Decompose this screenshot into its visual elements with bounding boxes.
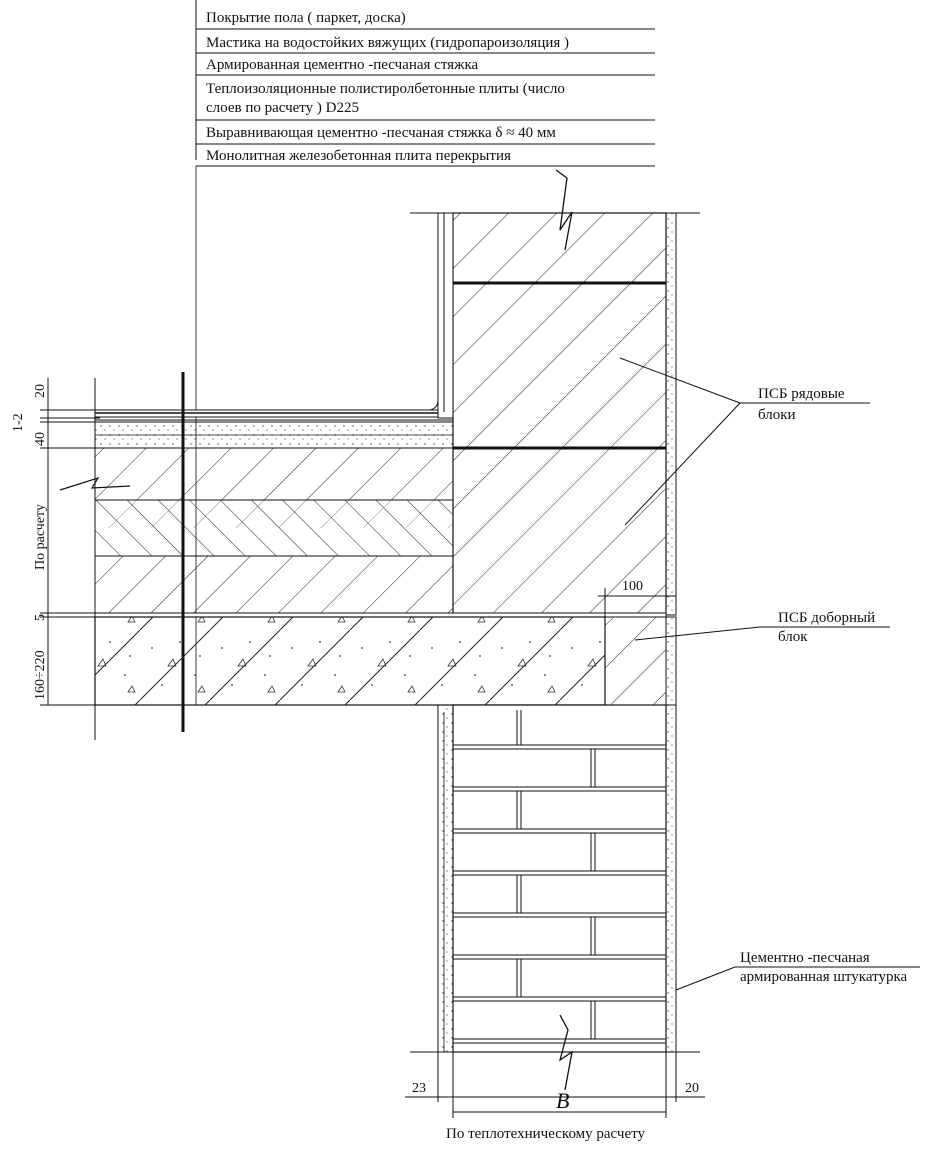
dim-40: 40 xyxy=(33,432,48,446)
dim-20-right: 20 xyxy=(685,1081,699,1096)
upper-wall xyxy=(410,169,700,616)
layer-6-label: Монолитная железобетонная плита перекрыт… xyxy=(206,148,511,164)
lower-wall xyxy=(410,704,700,1091)
layer-3-label: Армированная цементно -песчаная стяжка xyxy=(206,57,479,73)
dim-100: 100 xyxy=(622,579,643,594)
layer-4-label-line2: слоев по расчету ) D225 xyxy=(206,100,359,116)
layer-2-label: Мастика на водостойких вяжущих (гидропар… xyxy=(206,35,569,51)
layer-5-label: Выравнивающая цементно -песчаная стяжка … xyxy=(206,125,556,141)
callout-psb-fill-line2: блок xyxy=(778,629,808,645)
callout-plaster: Цементно -песчаная армированная штукатур… xyxy=(675,950,920,991)
left-dimensions xyxy=(40,378,100,706)
callout-psb-fill: ПСБ доборный блок xyxy=(634,610,890,645)
callout-psb-row-line2: блоки xyxy=(758,407,796,423)
layer-4-label-line1: Теплоизоляционные полистиролбетонные пли… xyxy=(206,81,565,97)
dim-5: 5 xyxy=(33,614,48,621)
dim-23: 23 xyxy=(412,1081,426,1096)
callout-psb-fill-line1: ПСБ доборный xyxy=(778,610,875,626)
layers-legend: Покрытие пола ( паркет, доска) Мастика н… xyxy=(195,0,655,167)
dim-100-group xyxy=(598,588,676,617)
dim-160-220: 160÷220 xyxy=(33,650,48,700)
callout-psb-row: ПСБ рядовые блоки xyxy=(619,357,870,526)
floor-construction xyxy=(59,372,677,740)
dim-20: 20 xyxy=(33,384,48,398)
dim-po-raschetu: По расчету xyxy=(33,504,48,570)
dim-b: B xyxy=(556,1088,569,1113)
layer-1-label: Покрытие пола ( паркет, доска) xyxy=(206,10,406,26)
callout-plaster-line2: армированная штукатурка xyxy=(740,969,908,985)
callout-psb-row-line1: ПСБ рядовые xyxy=(758,386,845,402)
dim-1-2: 1-2 xyxy=(11,413,26,432)
bottom-dimensions xyxy=(405,1052,705,1118)
bottom-note: По теплотехническому расчету xyxy=(446,1126,645,1142)
callout-plaster-line1: Цементно -песчаная xyxy=(740,950,870,966)
